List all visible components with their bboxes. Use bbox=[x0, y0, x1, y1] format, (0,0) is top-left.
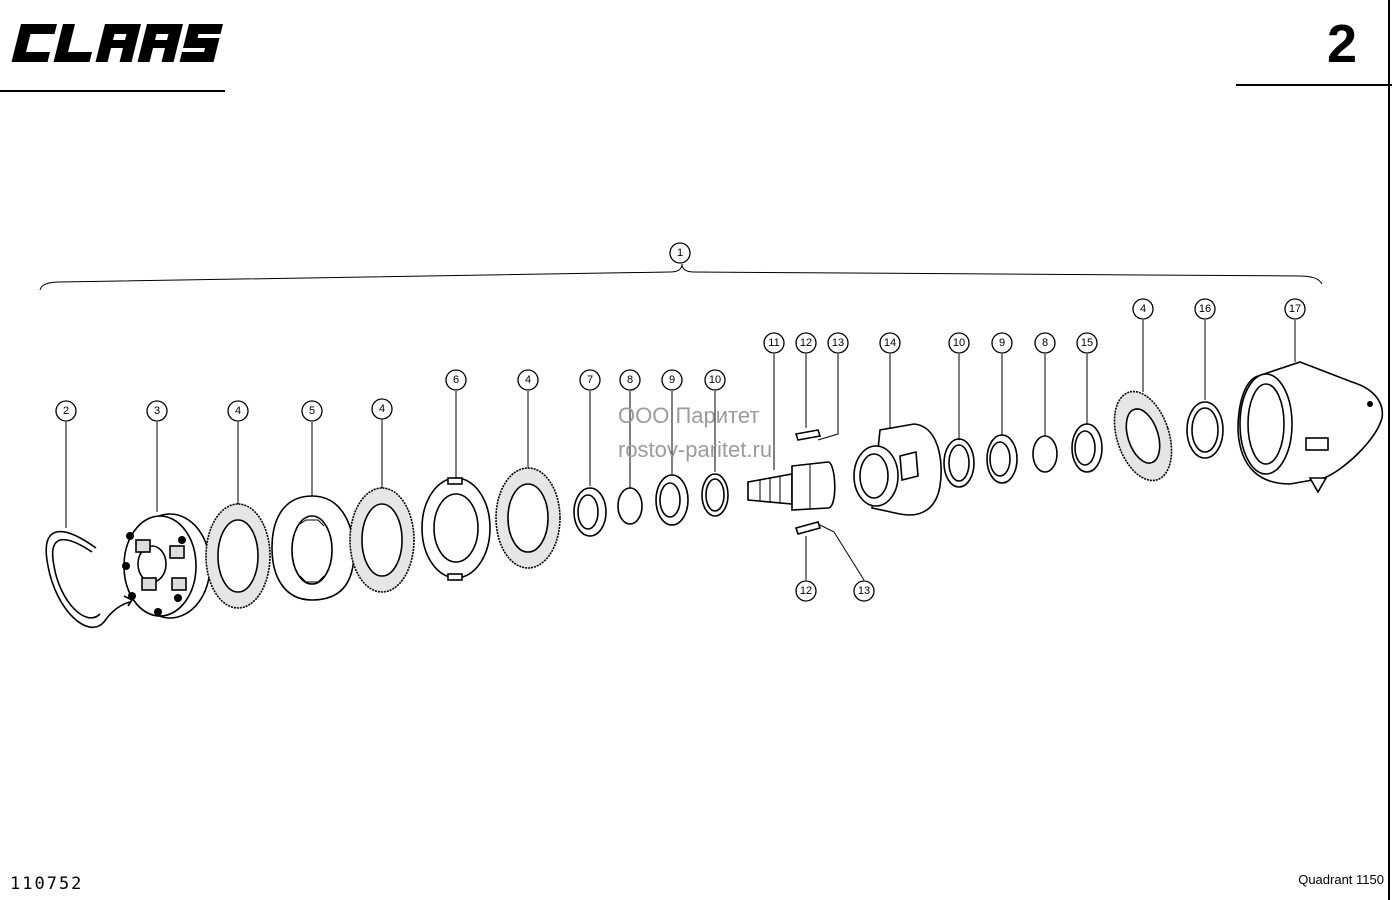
part-circlip-8 bbox=[617, 487, 643, 525]
callout-4d: 4 bbox=[1132, 298, 1154, 320]
part-splined-shaft bbox=[747, 461, 836, 511]
part-washer-10b bbox=[943, 438, 975, 488]
part-key-bottom bbox=[794, 521, 822, 535]
callout-4a: 4 bbox=[227, 400, 249, 422]
svg-text:1: 1 bbox=[677, 247, 683, 259]
callout-7: 7 bbox=[579, 369, 601, 391]
part-bearing-ring-7 bbox=[573, 487, 607, 537]
part-clutch-carrier bbox=[853, 423, 942, 516]
part-clutch-cover bbox=[1237, 361, 1384, 494]
part-circlip-8b bbox=[1032, 435, 1058, 473]
svg-text:15: 15 bbox=[1081, 337, 1093, 349]
svg-text:5: 5 bbox=[309, 405, 315, 417]
part-bearing-9 bbox=[655, 474, 689, 526]
svg-text:16: 16 bbox=[1199, 303, 1211, 315]
part-friction-disc-3 bbox=[495, 467, 561, 569]
svg-text:12: 12 bbox=[800, 337, 812, 349]
callout-11: 11 bbox=[763, 332, 785, 354]
svg-text:4: 4 bbox=[1140, 303, 1146, 315]
callout-4b: 4 bbox=[371, 398, 393, 420]
svg-text:10: 10 bbox=[953, 337, 965, 349]
callout-8b: 8 bbox=[1034, 332, 1056, 354]
callout-10b: 10 bbox=[948, 332, 970, 354]
part-friction-disc-1 bbox=[205, 503, 271, 609]
drawing-number: 110752 bbox=[10, 874, 84, 894]
callout-13a: 13 bbox=[827, 332, 849, 354]
part-seal-15 bbox=[1071, 423, 1103, 473]
svg-text:6: 6 bbox=[453, 374, 459, 386]
callout-9a: 9 bbox=[661, 369, 683, 391]
callout-12b: 12 bbox=[795, 580, 817, 602]
part-steel-plate bbox=[271, 495, 355, 601]
svg-text:9: 9 bbox=[999, 337, 1005, 349]
page-number: 2 bbox=[1326, 14, 1358, 74]
part-bearing-9b bbox=[986, 434, 1018, 484]
watermark: ООО Паритет rostov-paritet.ru bbox=[618, 399, 772, 467]
part-friction-disc-2 bbox=[349, 487, 415, 593]
part-friction-disc-4 bbox=[1113, 390, 1173, 482]
part-washer-10 bbox=[701, 473, 729, 517]
callout-6: 6 bbox=[445, 369, 467, 391]
svg-text:12: 12 bbox=[800, 585, 812, 597]
frame-border bbox=[1388, 0, 1390, 900]
header-rule-left bbox=[0, 90, 225, 92]
svg-text:2: 2 bbox=[63, 405, 69, 417]
leader-lines bbox=[65, 320, 1296, 581]
part-snap-ring bbox=[45, 530, 134, 629]
callout-15: 15 bbox=[1076, 332, 1098, 354]
svg-text:13: 13 bbox=[858, 585, 870, 597]
callout-4c: 4 bbox=[517, 369, 539, 391]
callout-16: 16 bbox=[1194, 298, 1216, 320]
svg-text:13: 13 bbox=[832, 337, 844, 349]
callout-10a: 10 bbox=[704, 369, 726, 391]
svg-text:3: 3 bbox=[154, 405, 160, 417]
assembly-brace bbox=[39, 263, 1323, 291]
part-key-top bbox=[794, 429, 822, 441]
callout-1: 1 bbox=[669, 242, 691, 264]
svg-text:4: 4 bbox=[235, 405, 241, 417]
svg-text:7: 7 bbox=[587, 374, 593, 386]
callout-9b: 9 bbox=[991, 332, 1013, 354]
watermark-company: ООО Паритет bbox=[618, 403, 760, 428]
claas-logo bbox=[11, 24, 224, 62]
callout-5: 5 bbox=[301, 400, 323, 422]
header-rule-right bbox=[1236, 84, 1392, 86]
callout-14: 14 bbox=[879, 332, 901, 354]
part-ring-16 bbox=[1186, 401, 1224, 459]
svg-text:8: 8 bbox=[1042, 337, 1048, 349]
callout-2: 2 bbox=[55, 400, 77, 422]
svg-text:14: 14 bbox=[884, 337, 896, 349]
svg-text:11: 11 bbox=[768, 337, 779, 349]
callout-13b: 13 bbox=[853, 580, 875, 602]
svg-text:9: 9 bbox=[669, 374, 675, 386]
callout-17: 17 bbox=[1284, 298, 1306, 320]
watermark-website: rostov-paritet.ru bbox=[618, 437, 773, 462]
svg-text:8: 8 bbox=[627, 374, 633, 386]
callout-3: 3 bbox=[146, 400, 168, 422]
svg-text:4: 4 bbox=[525, 374, 531, 386]
svg-text:4: 4 bbox=[379, 403, 385, 415]
callout-12a: 12 bbox=[795, 332, 817, 354]
part-pressure-plate bbox=[421, 477, 491, 581]
callout-8a: 8 bbox=[619, 369, 641, 391]
svg-text:17: 17 bbox=[1289, 303, 1301, 315]
model-name: Quadrant 1150 bbox=[1298, 872, 1384, 887]
part-hub-flange bbox=[122, 513, 211, 619]
svg-text:10: 10 bbox=[709, 374, 721, 386]
